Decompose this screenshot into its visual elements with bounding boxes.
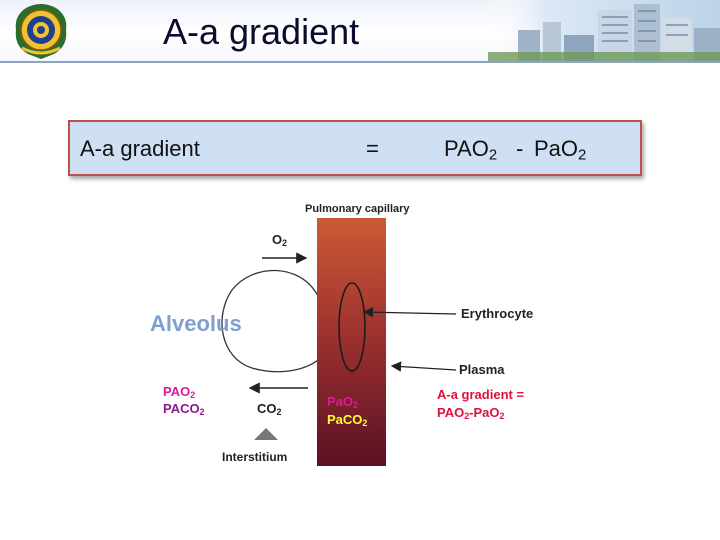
arterial-paco2-sub: 2 — [362, 418, 368, 429]
o2-label: O2 — [272, 232, 287, 248]
erythrocyte-label: Erythrocyte — [461, 306, 534, 321]
erythrocyte-pointer — [362, 306, 457, 318]
plasma-pointer — [390, 361, 457, 372]
hospital-buildings-image — [488, 0, 720, 61]
gradient-note-pao2-sub: 2 — [464, 411, 470, 422]
gradient-note-pao2: PAO — [437, 405, 465, 420]
formula-equals: = — [366, 136, 379, 161]
formula-box: A-a gradient = PAO2 - PaO2 — [68, 120, 642, 176]
alveolar-pao2-text: PAO — [163, 384, 191, 399]
o2-label-text: O — [272, 232, 283, 247]
header-divider — [0, 61, 720, 63]
arterial-paco2-text: PaCO — [327, 412, 363, 427]
arterial-pao2-sub: 2 — [353, 400, 358, 411]
capillary-label: Pulmonary capillary — [305, 203, 410, 215]
alveolar-pao2: PAO2 — [163, 384, 195, 400]
alveolar-pao2-sub: 2 — [190, 390, 196, 401]
interstitium-label: Interstitium — [222, 450, 288, 464]
plasma-label: Plasma — [459, 362, 505, 377]
alveolus-loop — [221, 269, 319, 373]
arterial-pao2: PaO2 — [327, 394, 358, 410]
gradient-note-line2: PAO2-PaO2 — [437, 405, 504, 421]
gradient-note-minus-pao2: -PaO — [469, 405, 500, 420]
formula-pao2-arterial: PaO2 — [534, 136, 586, 164]
formula-pao2-text: PAO — [444, 136, 489, 161]
formula-minus: - — [516, 136, 524, 161]
formula-pao2-arterial-sub: 2 — [578, 146, 587, 164]
alveolar-paco2: PACO2 — [163, 401, 205, 417]
o2-label-sub: 2 — [282, 238, 288, 249]
formula-pao2: PAO2 — [444, 136, 497, 164]
slide-header: A-a gradient — [0, 0, 720, 62]
gradient-note-line1: A-a gradient = — [437, 387, 525, 402]
co2-label: CO2 — [257, 401, 281, 417]
university-seal-logo — [15, 4, 67, 59]
arterial-pao2-text: PaO — [327, 394, 354, 409]
co2-label-text: CO — [257, 401, 277, 416]
erythrocyte-shape — [338, 282, 366, 372]
alveolar-paco2-sub: 2 — [199, 407, 205, 418]
formula-label: A-a gradient — [80, 136, 200, 161]
slide-title: A-a gradient — [163, 11, 360, 52]
alveolar-paco2-text: PACO — [163, 401, 200, 416]
pulmonary-capillary — [317, 218, 386, 466]
co2-label-sub: 2 — [276, 407, 282, 418]
diagram-graphics — [221, 218, 457, 466]
gas-exchange-diagram: Pulmonary capillary O2 Alveolus Erythroc… — [0, 180, 720, 480]
arterial-paco2: PaCO2 — [327, 412, 367, 428]
gradient-note-minus-pao2-sub: 2 — [499, 411, 505, 422]
alveolus-label: Alveolus — [150, 311, 242, 336]
formula-pao2-sub: 2 — [488, 146, 498, 164]
interstitium-triangle — [254, 428, 278, 440]
formula-pao2-arterial-text: PaO — [534, 136, 579, 161]
